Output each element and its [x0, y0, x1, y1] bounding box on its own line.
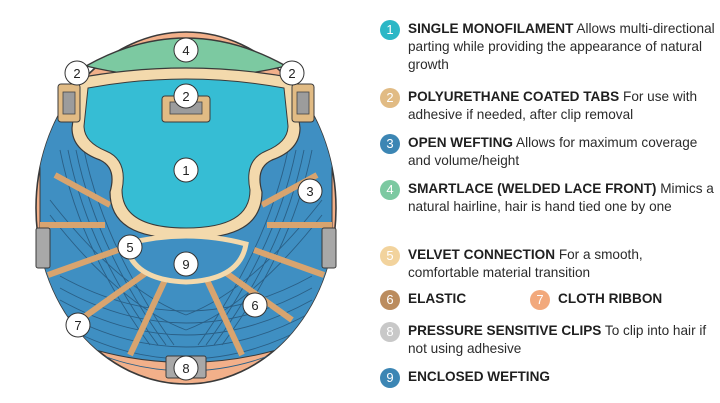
legend-badge: 5: [380, 246, 400, 266]
svg-text:6: 6: [251, 298, 258, 313]
svg-text:1: 1: [182, 163, 189, 178]
weft-stripes: [49, 149, 323, 372]
legend: 1 SINGLE MONOFILAMENT Allows multi-direc…: [380, 0, 720, 403]
legend-title: SINGLE MONOFILAMENT: [408, 21, 574, 36]
callout-6: 6: [242, 292, 268, 318]
svg-text:2: 2: [182, 89, 189, 104]
legend-item-1: 1 SINGLE MONOFILAMENT Allows multi-direc…: [380, 20, 715, 74]
legend-title: POLYURETHANE COATED TABS: [408, 89, 620, 104]
legend-title: SMARTLACE (WELDED LACE FRONT): [408, 181, 657, 196]
hair-system-diagram: 4 2 2 2 1 3 5 9 6 7 8: [35, 31, 337, 385]
callout-8: 8: [173, 355, 199, 381]
legend-badge: 2: [380, 88, 400, 108]
legend-title: VELVET CONNECTION: [408, 247, 556, 262]
legend-badge: 3: [380, 134, 400, 154]
legend-title: ELASTIC: [408, 291, 467, 306]
legend-item-3: 3 OPEN WEFTING Allows for maximum covera…: [380, 134, 715, 170]
legend-badge: 9: [380, 368, 400, 388]
svg-text:5: 5: [126, 240, 133, 255]
svg-text:7: 7: [74, 318, 81, 333]
legend-title: ENCLOSED WEFTING: [408, 369, 550, 384]
callout-5: 5: [117, 234, 143, 260]
legend-item-2: 2 POLYURETHANE COATED TABS For use with …: [380, 88, 715, 124]
legend-item-9: 9 ENCLOSED WEFTING: [380, 368, 715, 388]
legend-badge: 7: [530, 290, 550, 310]
legend-badge: 4: [380, 180, 400, 200]
callout-7: 7: [65, 312, 91, 338]
legend-desc: To clip into hair if not using adhesive: [408, 323, 707, 356]
legend-desc: Allows for maximum coverage and volume/h…: [408, 135, 698, 168]
legend-item-8: 8 PRESSURE SENSITIVE CLIPS To clip into …: [380, 322, 715, 358]
legend-badge: 6: [380, 290, 400, 310]
pressure-clip-right: [321, 227, 337, 269]
legend-title: PRESSURE SENSITIVE CLIPS: [408, 323, 602, 338]
legend-pair-6-7: 6 ELASTIC 7 CLOTH RIBBON: [380, 290, 715, 312]
callout-9: 9: [173, 251, 199, 277]
legend-item-4: 4 SMARTLACE (WELDED LACE FRONT) Mimics a…: [380, 180, 715, 216]
legend-badge: 1: [380, 20, 400, 40]
legend-desc: Mimics a natural hairline, hair is hand …: [408, 181, 714, 214]
callout-2-left: 2: [64, 60, 90, 86]
svg-text:2: 2: [288, 66, 295, 81]
legend-badge: 8: [380, 322, 400, 342]
svg-text:4: 4: [182, 43, 189, 58]
callout-4: 4: [173, 37, 199, 63]
callout-3: 3: [297, 178, 323, 204]
pressure-clip-left: [35, 227, 51, 269]
legend-desc: Allows multi-directional parting while p…: [408, 21, 715, 72]
legend-desc: For a smooth, comfortable material trans…: [408, 247, 643, 280]
legend-item-7: 7 CLOTH RIBBON: [530, 290, 662, 310]
callout-1: 1: [173, 157, 199, 183]
callout-2-center: 2: [173, 83, 199, 109]
coated-tab-right: [291, 83, 315, 123]
legend-item-5: 5 VELVET CONNECTION For a smooth, comfor…: [380, 246, 715, 282]
legend-title: CLOTH RIBBON: [558, 291, 663, 306]
monofilament-area: [83, 78, 289, 229]
svg-text:8: 8: [182, 361, 189, 376]
svg-text:3: 3: [306, 184, 313, 199]
svg-text:2: 2: [73, 66, 80, 81]
callout-2-right: 2: [279, 60, 305, 86]
coated-tab-left: [57, 83, 81, 123]
legend-desc: For use with adhesive if needed, after c…: [408, 89, 698, 122]
svg-text:9: 9: [182, 257, 189, 272]
legend-title: OPEN WEFTING: [408, 135, 513, 150]
legend-item-6: 6 ELASTIC: [380, 290, 466, 310]
